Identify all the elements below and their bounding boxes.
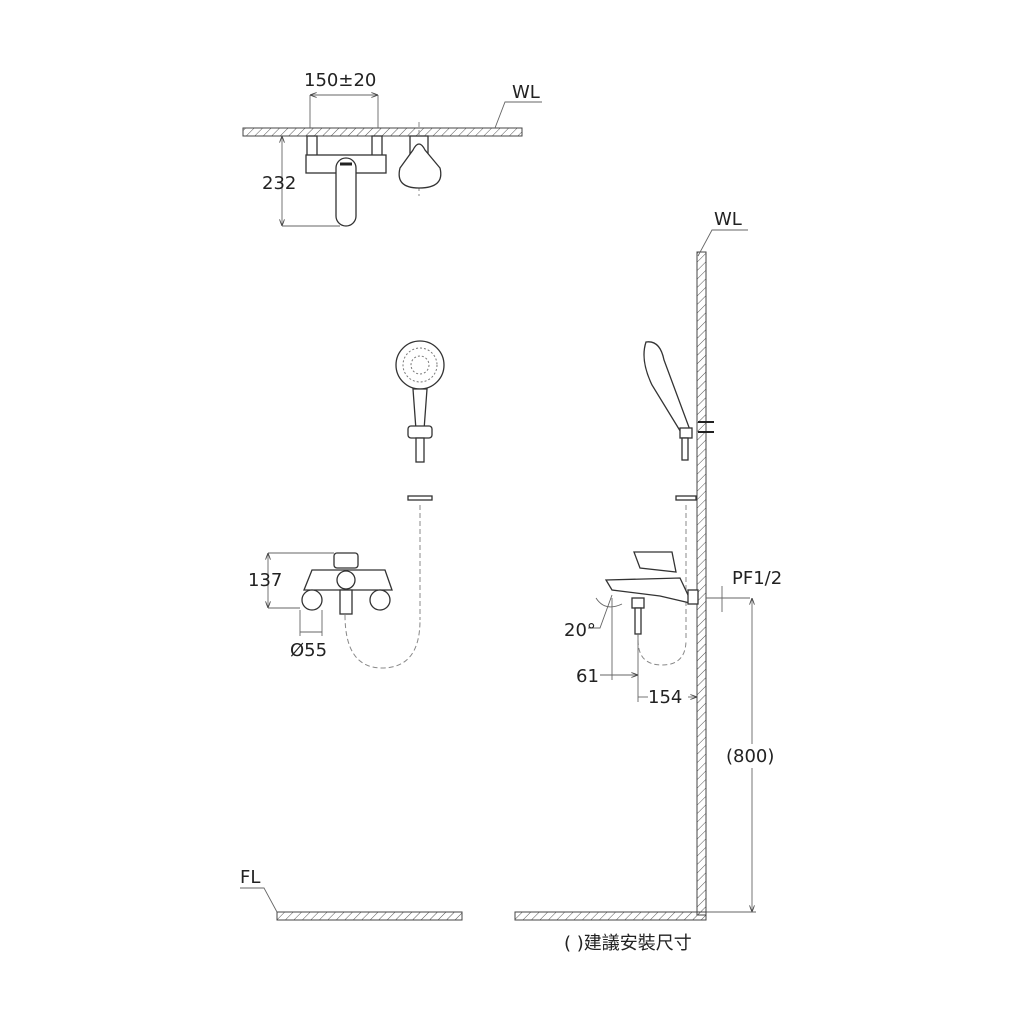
install-height-label: (800) bbox=[726, 746, 774, 767]
front-view: 137 Ø55 bbox=[248, 340, 445, 669]
height-137-label: 137 bbox=[248, 570, 282, 591]
side-wall bbox=[696, 251, 707, 916]
spout-angle-label: 20° bbox=[564, 620, 596, 641]
side-view: WL PF1/2 20° 61 154 (800) bbox=[564, 209, 782, 916]
top-view: 150±20 WL 232 bbox=[242, 70, 542, 227]
pipe-thread-label: PF1/2 bbox=[732, 568, 782, 589]
top-wall bbox=[242, 127, 523, 137]
dim-154-label: 154 bbox=[648, 687, 682, 708]
floor: FL ( )建議安裝尺寸 bbox=[240, 867, 707, 954]
diameter-label: Ø55 bbox=[290, 640, 327, 661]
floor-label: FL bbox=[240, 867, 260, 888]
wall-label-top: WL bbox=[512, 82, 540, 103]
depth-label: 232 bbox=[262, 173, 296, 194]
caption: ( )建議安裝尺寸 bbox=[564, 933, 692, 954]
dim-61-label: 61 bbox=[576, 666, 599, 687]
spacing-label: 150±20 bbox=[304, 70, 376, 91]
wall-label-side: WL bbox=[714, 209, 742, 230]
